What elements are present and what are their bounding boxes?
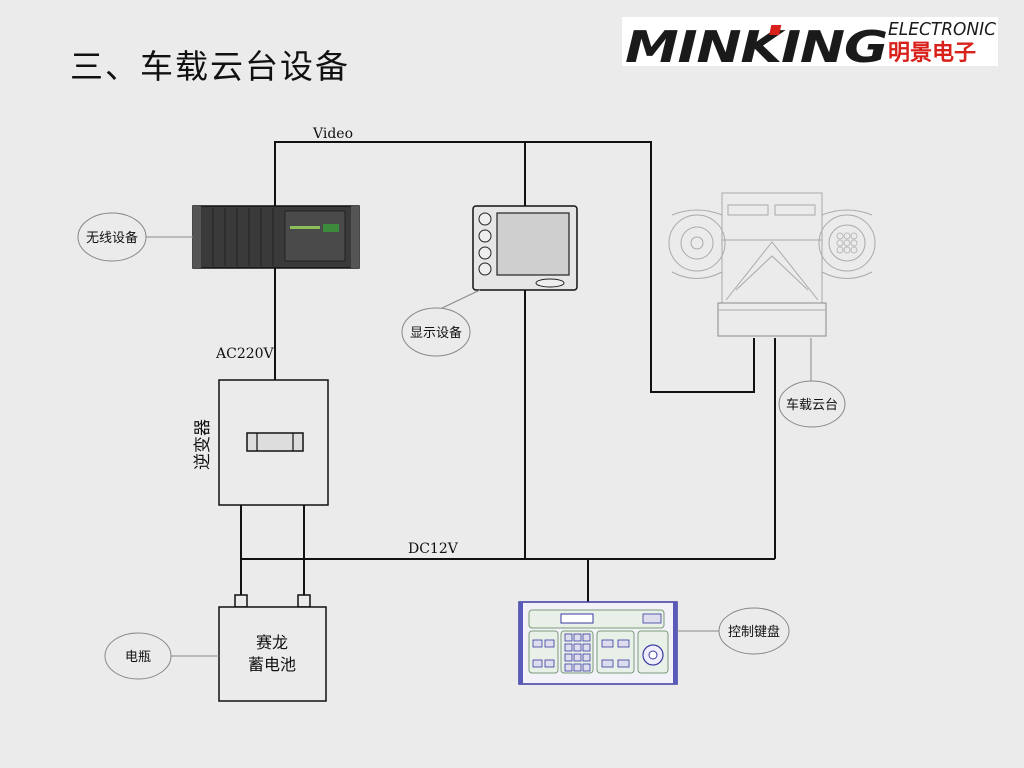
battery-tag-label: 电瓶 [125, 650, 151, 665]
callout-ptz: 车载云台 [778, 380, 846, 428]
wireless-device [192, 205, 360, 269]
minking-logo-graphic: MINKING ELECTRONIC 明景电子 [625, 19, 996, 73]
callout-keyboard: 控制键盘 [718, 607, 790, 655]
page-title: 三、车载云台设备 [70, 47, 350, 86]
video-label: Video [312, 126, 353, 142]
inverter-label: 逆变器 [193, 419, 213, 470]
battery-brand-label: 赛龙 [256, 633, 288, 652]
dc12v-label: DC12V [408, 541, 459, 557]
battery-type-label: 蓄电池 [248, 655, 296, 674]
battery [218, 594, 327, 702]
callout-battery: 电瓶 [104, 632, 172, 680]
callout-wireless: 无线设备 [77, 212, 147, 262]
logo-sub-en: ELECTRONIC [888, 19, 996, 40]
callout-display: 显示设备 [401, 307, 471, 357]
logo-brand-text: MINKING [625, 22, 887, 66]
video-bus-line [274, 141, 755, 393]
logo-sub-cn: 明景电子 [888, 41, 976, 66]
ac220v-label: AC220V [215, 346, 275, 362]
logo-accent-mark [769, 25, 782, 35]
display-device-label: 显示设备 [410, 325, 462, 341]
wireless-device-label: 无线设备 [86, 230, 138, 246]
vehicle-ptz-camera [668, 192, 876, 337]
ptz-label: 车载云台 [786, 397, 838, 413]
display-device [472, 205, 578, 291]
company-logo: MINKING ELECTRONIC 明景电子 [622, 17, 998, 73]
control-keyboard [518, 601, 678, 685]
keyboard-label: 控制键盘 [728, 624, 780, 640]
inverter [218, 379, 329, 506]
callout-leaders [146, 236, 812, 657]
